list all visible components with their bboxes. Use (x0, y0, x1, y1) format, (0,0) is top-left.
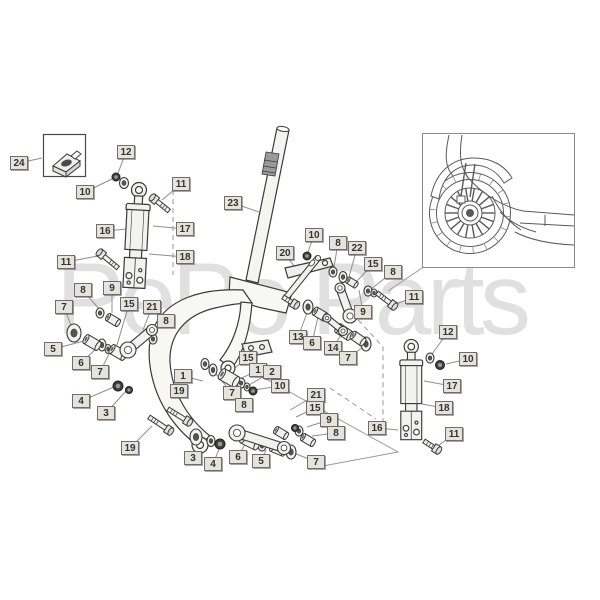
leader-line (253, 385, 281, 391)
leader-line (105, 390, 127, 414)
leader-line (311, 432, 337, 437)
leader-line (152, 225, 186, 230)
leader-line (84, 178, 113, 193)
leader-line (437, 433, 455, 447)
clamp-plate-drawing (52, 150, 82, 179)
leader-line (232, 202, 260, 213)
leader-line (376, 427, 399, 431)
leader-line (212, 448, 220, 465)
leader-line (306, 419, 330, 428)
leader-line (104, 228, 128, 232)
leader-line (445, 358, 469, 365)
leader-line (260, 449, 267, 462)
front-fender-icon (430, 157, 513, 200)
part-24-box (42, 133, 87, 179)
front-wheel-icon (429, 172, 511, 254)
leader-line (293, 452, 317, 463)
leader-line (423, 380, 453, 387)
front-fork-icon (456, 162, 476, 204)
leader-line (80, 386, 115, 402)
leader-line (289, 394, 317, 411)
leader-line (161, 183, 182, 201)
hardware-parts (66, 172, 445, 460)
leader-line (18, 157, 43, 164)
steering-column (245, 125, 290, 284)
scooter-body-icon (445, 134, 575, 246)
leader-line (237, 443, 246, 458)
leader-line (421, 403, 445, 409)
scooter-front-inset (422, 133, 575, 268)
leader-line (129, 425, 153, 449)
leader-line (295, 407, 316, 418)
leader-line (117, 151, 127, 174)
leader-line (182, 375, 204, 382)
leader-line (229, 387, 245, 406)
